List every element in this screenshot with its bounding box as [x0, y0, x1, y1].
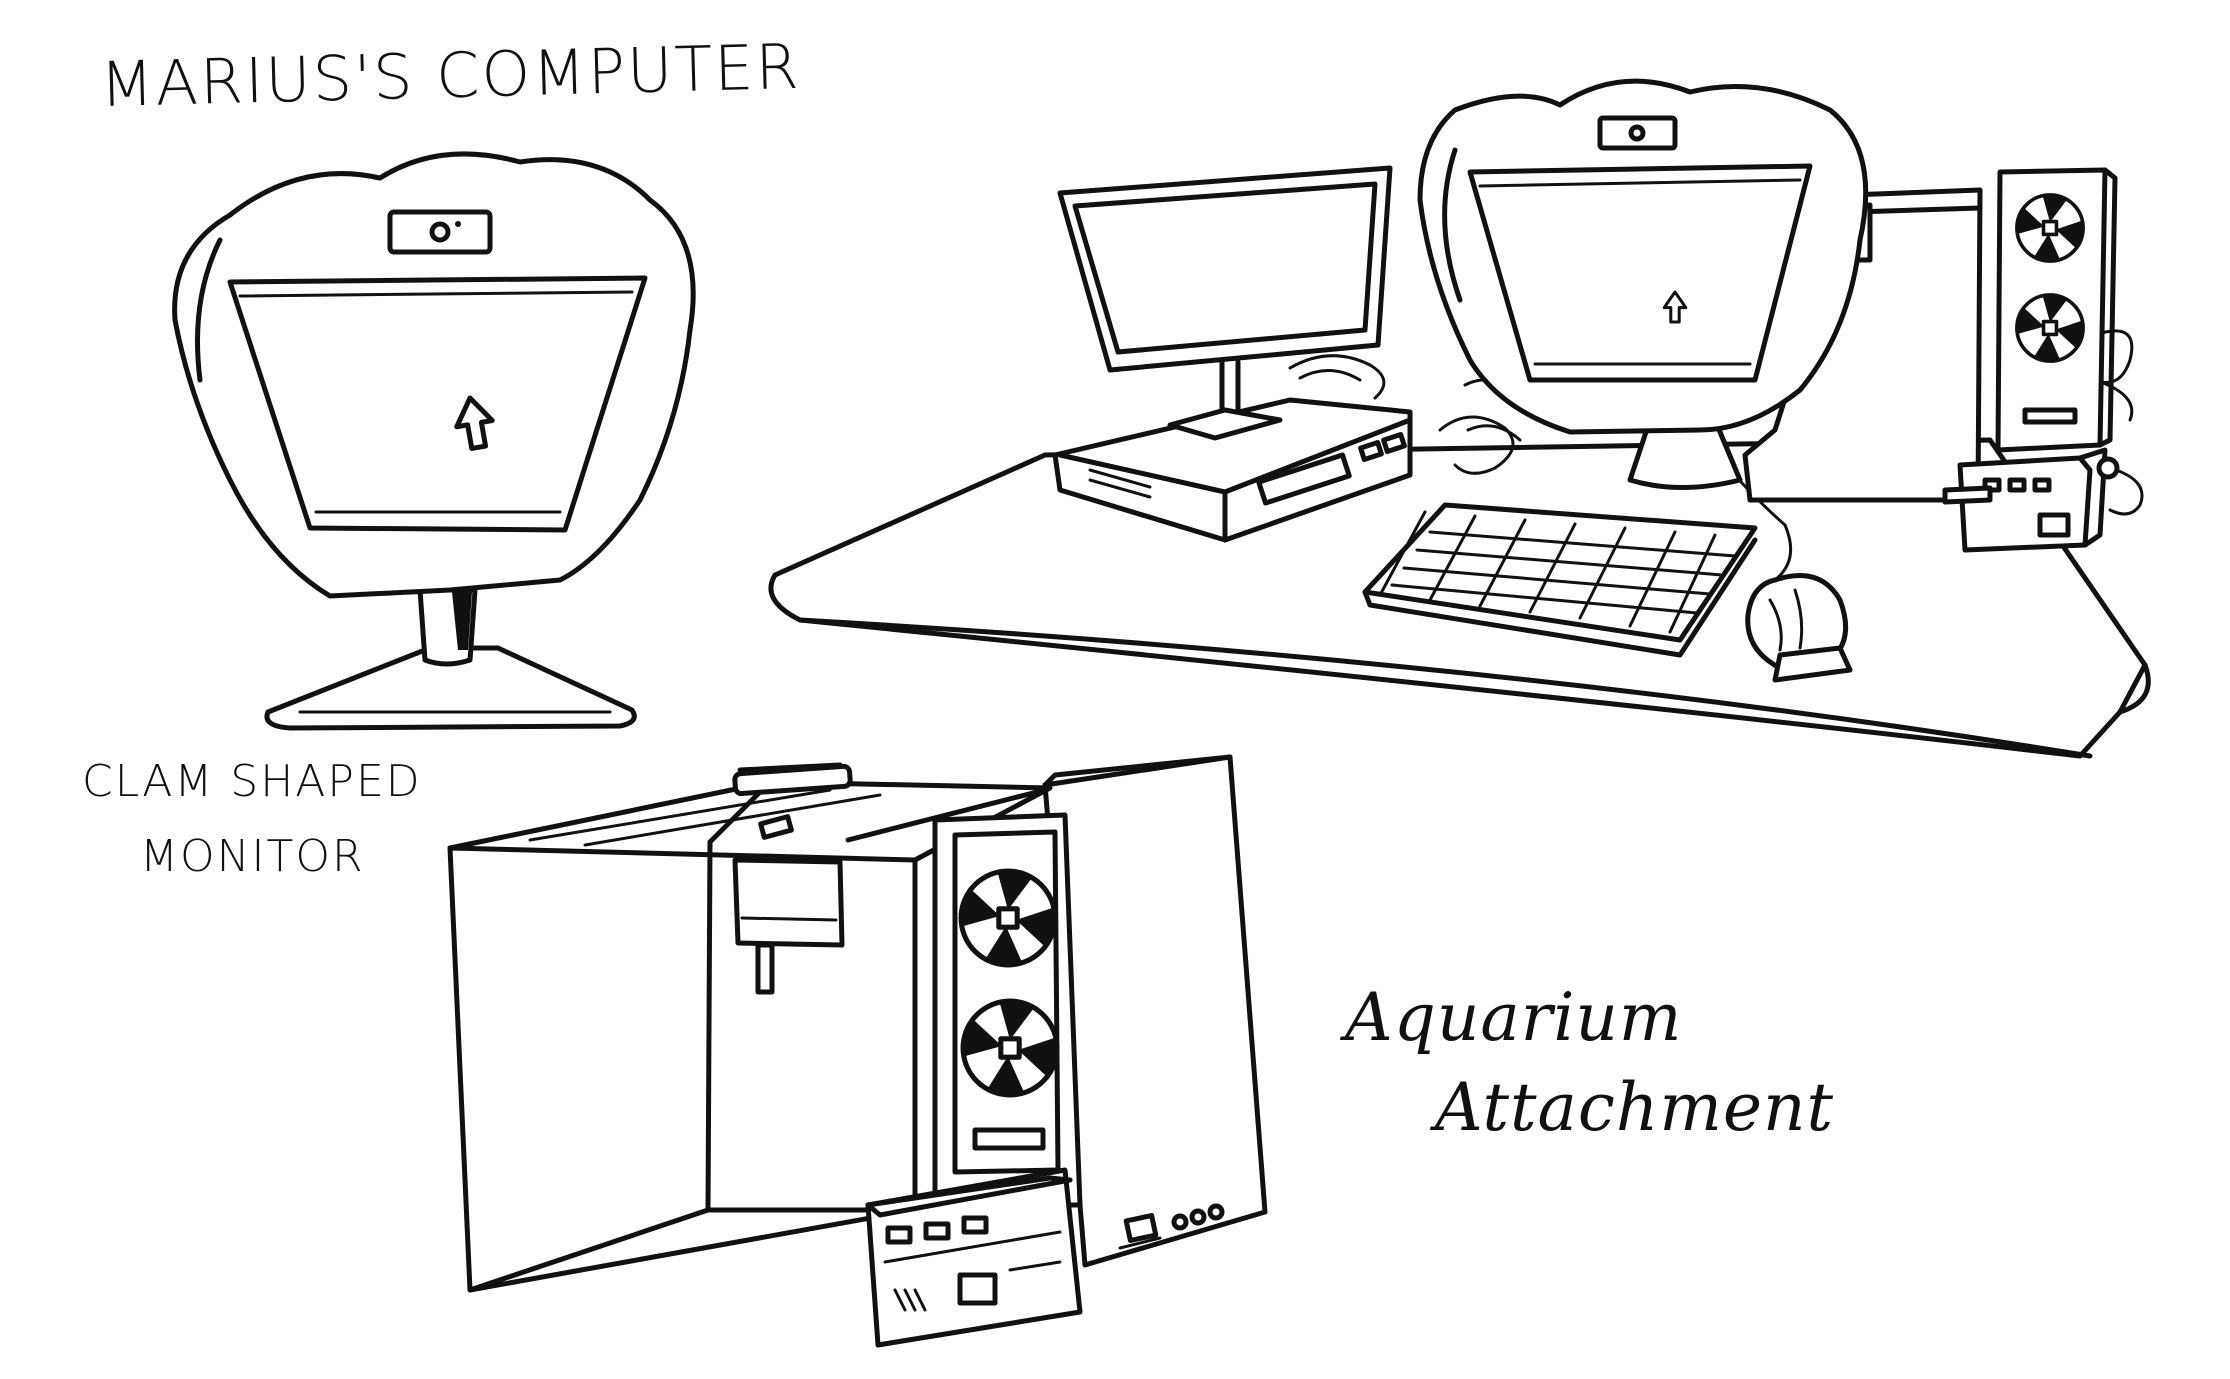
fan-icon: [961, 871, 1055, 965]
aquarium-filter: [732, 857, 845, 995]
desk-fan-tower: [1942, 167, 2120, 553]
clam-monitor: [172, 151, 696, 731]
aquarium-attachment: [447, 754, 1268, 1348]
webcam-icon: [387, 209, 493, 255]
fan-icon: [2015, 193, 2085, 263]
webcam-icon: [1597, 115, 1678, 151]
desk-scene: [768, 78, 2151, 759]
fan-icon: [963, 1001, 1057, 1095]
keyboard: [1362, 502, 1758, 658]
aquarium-label-line1: Aquarium: [1345, 979, 1683, 1056]
aquarium-fan-tower: [932, 812, 1083, 1208]
clam-monitor-label-line2: MONITOR: [140, 831, 365, 882]
clam-monitor-base: [264, 645, 637, 731]
aquarium-power-box: [865, 1167, 1083, 1348]
clam-monitor-screen: [227, 275, 648, 533]
clam-monitor-label-line1: CLAM SHAPED: [82, 756, 422, 807]
fan-icon: [2015, 293, 2085, 363]
desktop-pc-case: [1052, 397, 1413, 543]
computer-mouse: [1745, 573, 1853, 683]
secondary-monitor: [1057, 165, 1393, 441]
aquarium-label-line2: Attachment: [1435, 1069, 1835, 1146]
desk-clam-monitor: [1417, 78, 1869, 490]
